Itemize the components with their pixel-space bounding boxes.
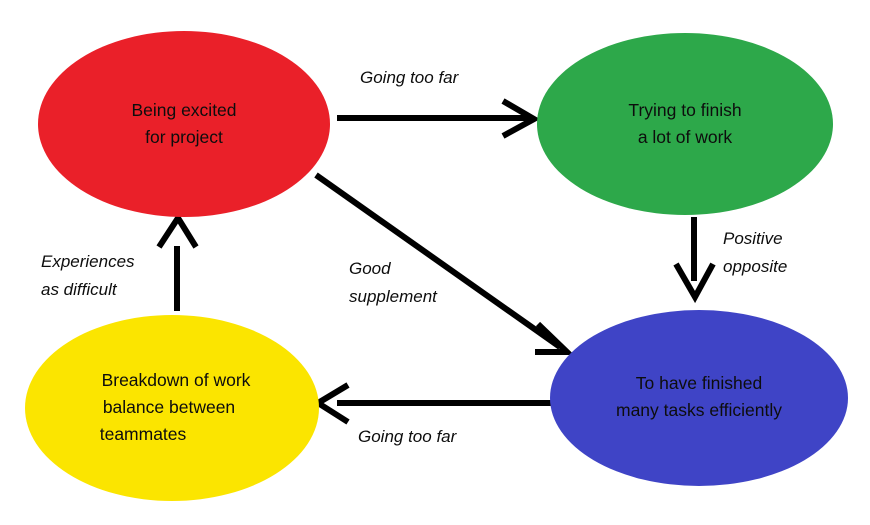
edge-line-excited-to-finished <box>314 172 562 350</box>
node-label-breakdown-of-work-line2: balance between <box>103 397 235 417</box>
node-label-breakdown-of-work-line1: Breakdown of work <box>102 370 251 390</box>
node-shape-finished-many-tasks[interactable] <box>550 310 848 486</box>
edge-label-excited-to-finished-line1: Good <box>349 259 391 278</box>
node-label-trying-to-finish-line2: a lot of work <box>638 127 733 147</box>
node-label-being-excited-line1: Being excited <box>131 100 236 120</box>
edge-label-excited-to-finished-line2: supplement <box>349 287 438 306</box>
node-shape-breakdown-of-work[interactable] <box>25 315 319 501</box>
node-label-trying-to-finish-line1: Trying to finish <box>628 100 741 120</box>
node-label-finished-many-tasks-line1: To have finished <box>636 373 762 393</box>
edge-label-finished-to-breakdown: Going too far <box>358 427 458 446</box>
node-label-breakdown-of-work-line3: teammates <box>100 424 187 444</box>
node-label-finished-many-tasks-line2: many tasks efficiently <box>616 400 782 420</box>
node-label-being-excited-line2: for project <box>145 127 223 147</box>
node-trying-to-finish[interactable]: Trying to finish a lot of work <box>537 33 833 215</box>
node-breakdown-of-work[interactable]: Breakdown of work balance between teamma… <box>25 315 319 501</box>
node-being-excited[interactable]: Being excited for project <box>38 31 330 217</box>
node-shape-being-excited[interactable] <box>38 31 330 217</box>
arrowhead-icon-trying-to-finished <box>673 262 716 304</box>
node-shape-trying-to-finish[interactable] <box>537 33 833 215</box>
arrowhead-icon-excited-to-finished <box>535 321 575 355</box>
edge-trying-to-finished: Positive opposite <box>673 217 787 304</box>
edge-label-breakdown-to-excited-line2: as difficult <box>41 280 118 299</box>
edge-label-breakdown-to-excited-line1: Experiences <box>41 252 135 271</box>
edge-label-trying-to-finished-line1: Positive <box>723 229 783 248</box>
edge-excited-to-finished: Good supplement <box>314 172 575 355</box>
edge-label-trying-to-finished-line2: opposite <box>723 257 787 276</box>
edge-label-excited-to-trying: Going too far <box>360 68 460 87</box>
arrowhead-icon-excited-to-trying <box>501 98 541 139</box>
arrowhead-icon-breakdown-to-excited <box>156 212 199 249</box>
node-finished-many-tasks[interactable]: To have finished many tasks efficiently <box>550 310 848 486</box>
edge-breakdown-to-excited: Experiences as difficult <box>41 212 199 311</box>
edge-excited-to-trying: Going too far <box>337 68 541 139</box>
